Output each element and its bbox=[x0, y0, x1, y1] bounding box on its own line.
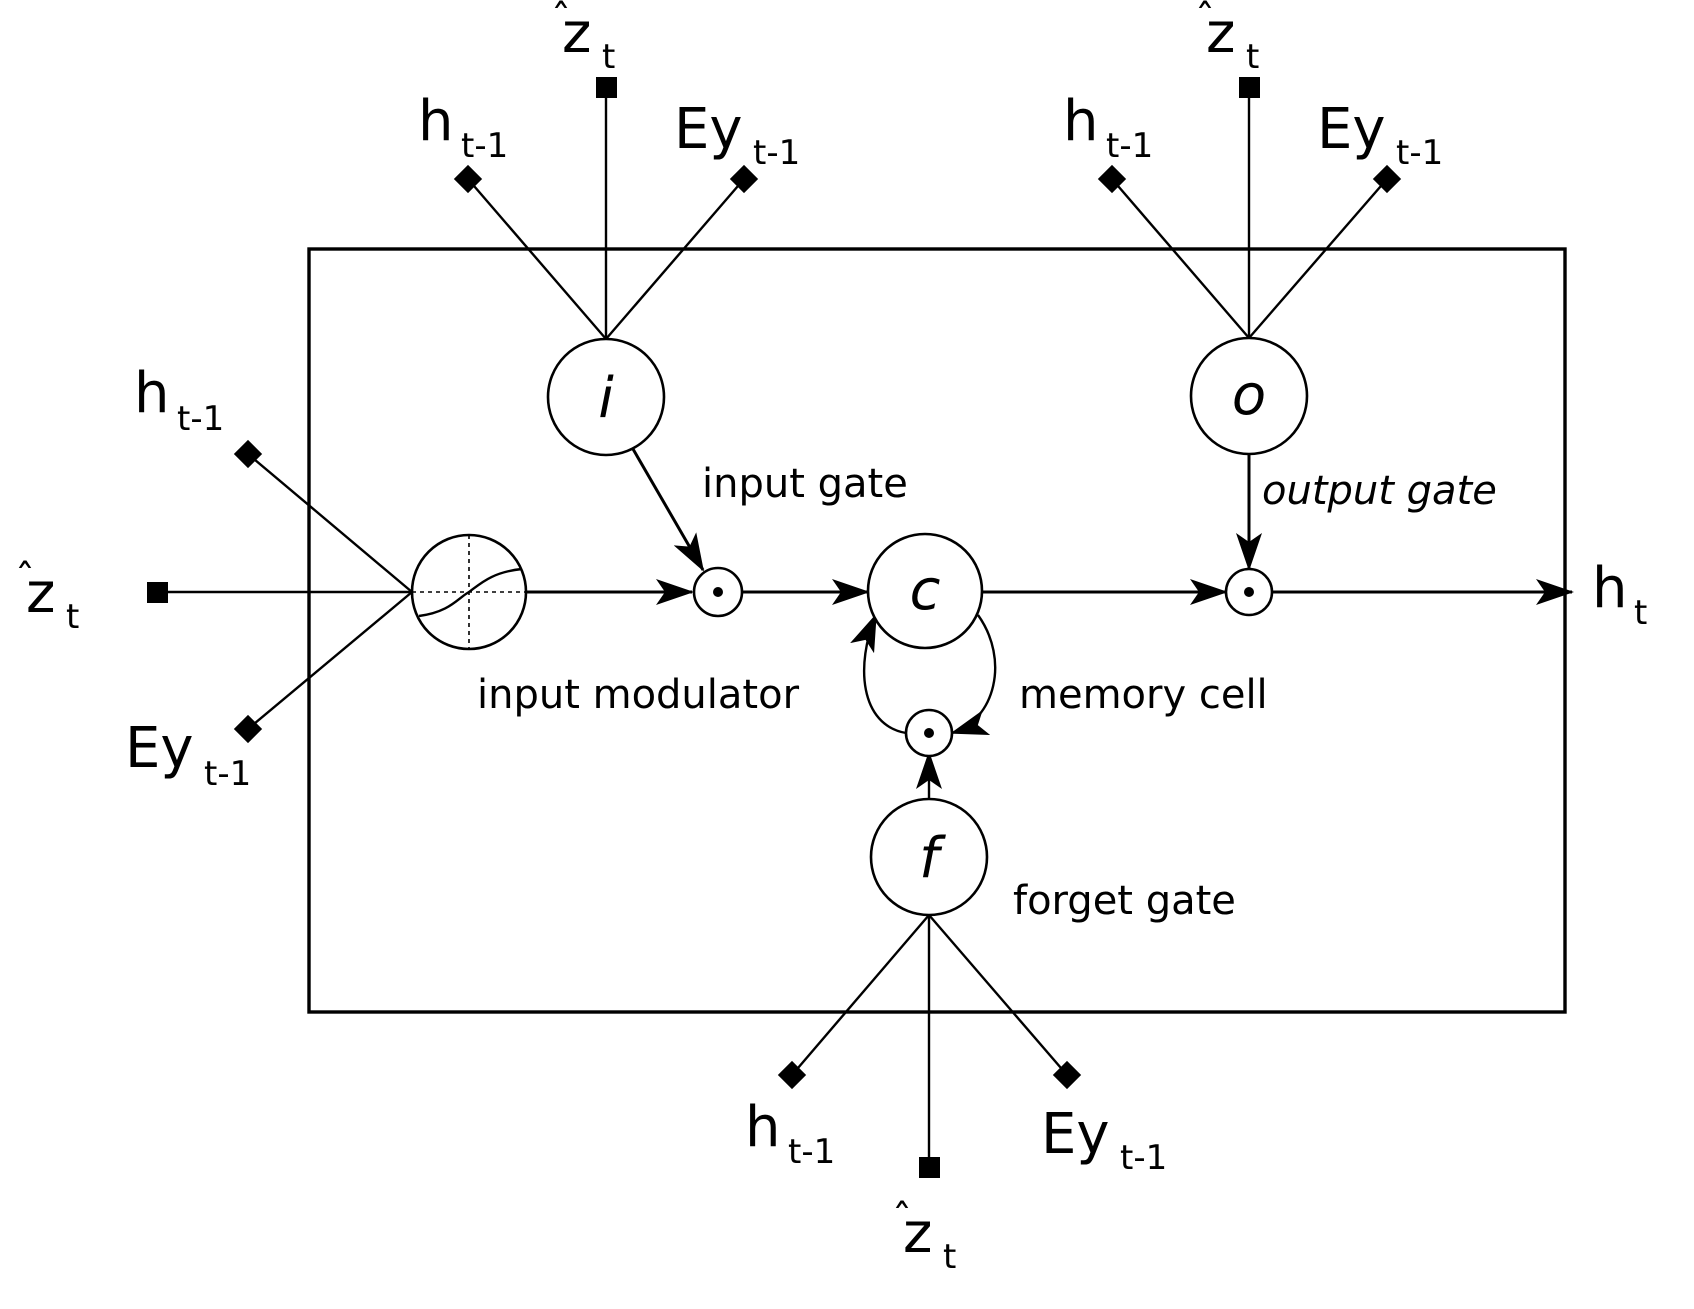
edge-h-to-output-gate bbox=[1111, 178, 1250, 339]
label-output-h: h t bbox=[1592, 556, 1647, 633]
forget-gate-node: f bbox=[869, 797, 989, 917]
edge-input-gate-to-mult bbox=[631, 448, 705, 572]
label-ey-left: Ey t-1 bbox=[125, 716, 251, 794]
svg-text:h: h bbox=[745, 1095, 781, 1160]
forget-multiplier-node bbox=[904, 708, 954, 758]
label-z-forget-gate: z ̂ t bbox=[895, 1200, 956, 1277]
svg-text:t: t bbox=[943, 1237, 956, 1277]
svg-text:t-1: t-1 bbox=[204, 754, 251, 794]
diamond-marker-icon bbox=[233, 439, 263, 469]
modulator-inputs bbox=[147, 439, 413, 744]
edge-h-to-forget-gate bbox=[791, 914, 930, 1076]
label-z-output-gate: z ̂ t bbox=[1198, 0, 1259, 77]
forget-gate-inputs bbox=[777, 914, 1082, 1178]
svg-text:h: h bbox=[418, 89, 454, 154]
diamond-marker-icon bbox=[729, 164, 759, 194]
caption-forget-gate: forget gate bbox=[1013, 878, 1236, 924]
label-ey-input-gate: Ey t-1 bbox=[674, 97, 800, 173]
output-gate-node: o bbox=[1189, 336, 1309, 456]
svg-text:h: h bbox=[1592, 556, 1628, 621]
edge-ey-to-input-gate bbox=[605, 178, 745, 340]
diamond-marker-icon bbox=[1052, 1060, 1082, 1090]
edge-cell-to-forget-mult bbox=[950, 614, 997, 735]
input-modulator-node bbox=[410, 533, 528, 651]
edge-ey-to-modulator bbox=[247, 591, 413, 730]
sigmoid-curve-icon bbox=[418, 567, 523, 618]
svg-text:t: t bbox=[1246, 37, 1259, 77]
svg-text:Ey: Ey bbox=[1041, 1102, 1110, 1167]
label-h-forget-gate: h t-1 bbox=[745, 1095, 835, 1172]
svg-text:t: t bbox=[66, 597, 79, 637]
svg-text:t: t bbox=[1634, 593, 1647, 633]
svg-text:t-1: t-1 bbox=[753, 133, 800, 173]
square-marker-icon bbox=[919, 1157, 940, 1178]
svg-text:Ey: Ey bbox=[674, 97, 743, 162]
cell-boundary bbox=[307, 247, 1567, 1014]
caption-memory-cell: memory cell bbox=[1019, 672, 1268, 718]
svg-text:t-1: t-1 bbox=[1396, 133, 1443, 173]
memory-cell-node: c bbox=[866, 532, 984, 650]
svg-text:t-1: t-1 bbox=[1120, 1138, 1167, 1178]
square-marker-icon bbox=[596, 77, 617, 98]
input-gate-inputs bbox=[453, 77, 759, 340]
square-marker-icon bbox=[147, 582, 168, 603]
input-gate-node: i bbox=[546, 337, 666, 457]
svg-text:z: z bbox=[26, 561, 55, 626]
label-z-input-gate: z ̂ t bbox=[554, 0, 615, 77]
diamond-marker-icon bbox=[777, 1060, 807, 1090]
svg-text:z: z bbox=[562, 1, 591, 66]
label-ey-forget-gate: Ey t-1 bbox=[1041, 1102, 1167, 1178]
label-h-output-gate: h t-1 bbox=[1063, 89, 1153, 166]
svg-text:t-1: t-1 bbox=[177, 399, 224, 439]
svg-text:h: h bbox=[1063, 89, 1099, 154]
caption-input-gate: input gate bbox=[702, 461, 908, 507]
svg-text:t-1: t-1 bbox=[788, 1132, 835, 1172]
input-multiplier-node bbox=[692, 566, 744, 618]
svg-text:t: t bbox=[602, 37, 615, 77]
edge-ey-to-output-gate bbox=[1248, 178, 1388, 339]
caption-input-modulator: input modulator bbox=[477, 672, 800, 718]
svg-text:Ey: Ey bbox=[125, 716, 194, 781]
caption-output-gate: output gate bbox=[1262, 468, 1497, 514]
svg-text:t-1: t-1 bbox=[1106, 126, 1153, 166]
memory-cell-symbol: c bbox=[910, 558, 941, 623]
output-multiplier-node bbox=[1224, 567, 1274, 617]
edge-h-to-modulator bbox=[247, 453, 413, 593]
diamond-marker-icon bbox=[1372, 164, 1402, 194]
diamond-marker-icon bbox=[233, 714, 263, 744]
edge-ey-to-forget-gate bbox=[928, 914, 1068, 1076]
svg-text:z: z bbox=[903, 1201, 932, 1266]
svg-text:z: z bbox=[1206, 1, 1235, 66]
diamond-marker-icon bbox=[1097, 164, 1127, 194]
output-gate-symbol: o bbox=[1232, 363, 1266, 428]
svg-text:h: h bbox=[134, 361, 170, 426]
label-h-left: h t-1 bbox=[134, 361, 224, 439]
square-marker-icon bbox=[1239, 77, 1260, 98]
label-z-left: z ̂ t bbox=[18, 560, 79, 637]
edge-h-to-input-gate bbox=[467, 178, 607, 340]
edge-forget-mult-to-cell bbox=[850, 613, 907, 735]
label-h-input-gate: h t-1 bbox=[418, 89, 508, 166]
input-gate-symbol: i bbox=[598, 366, 614, 431]
label-ey-output-gate: Ey t-1 bbox=[1317, 97, 1443, 173]
output-gate-inputs bbox=[1097, 77, 1402, 339]
svg-text:t-1: t-1 bbox=[461, 126, 508, 166]
svg-text:Ey: Ey bbox=[1317, 97, 1386, 162]
